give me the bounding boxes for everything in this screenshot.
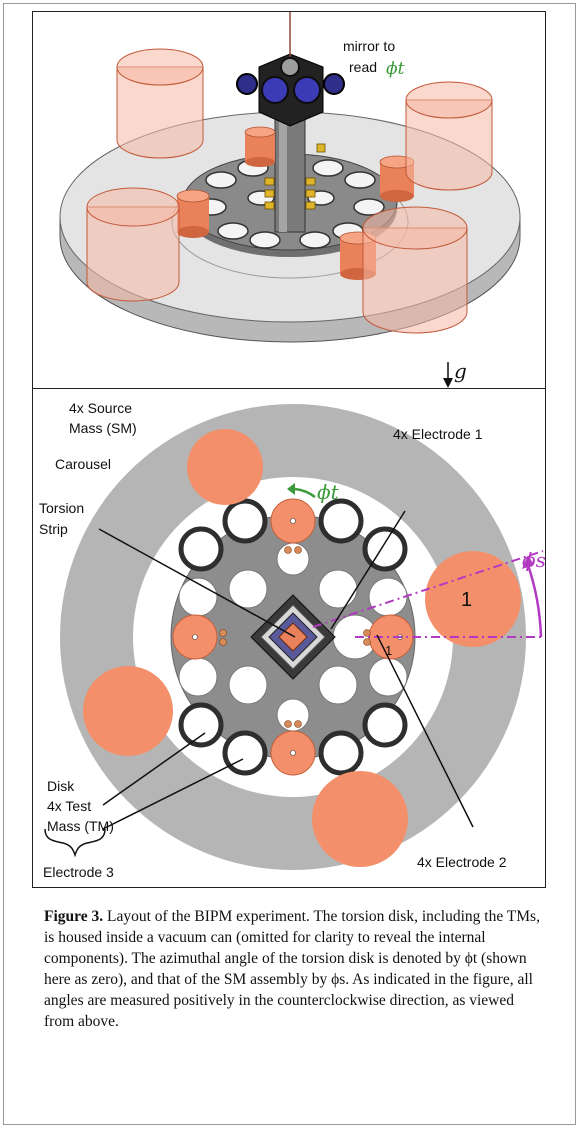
figure-frame — [3, 3, 576, 1125]
caption-label: Figure 3. — [44, 908, 104, 925]
phi-s-arc — [526, 564, 543, 638]
mirror-label-line2: read — [349, 59, 377, 75]
figure-caption: Figure 3. Layout of the BIPM experiment.… — [44, 906, 544, 1032]
sm-number-label: 1 — [461, 589, 472, 611]
gravity-arrow-head — [443, 378, 453, 388]
disk-label: Disk — [47, 778, 75, 794]
electrode3-label: Electrode 3 — [43, 864, 114, 880]
mirror-cube — [236, 53, 345, 127]
torsion-label-1: Torsion — [39, 500, 84, 516]
carousel-label: Carousel — [55, 456, 111, 472]
electrode2-pads — [219, 546, 371, 728]
phi-t-arrowhead — [287, 483, 295, 495]
test-mass-label-1: 4x Test — [47, 798, 91, 814]
column-highlight — [279, 107, 287, 232]
electrode3-brace — [44, 828, 106, 858]
phi-t-label: ϕt — [317, 480, 340, 504]
mirror-label-line1: mirror to — [343, 38, 395, 54]
torsion-label-2: Strip — [39, 521, 68, 537]
central-assembly — [250, 594, 336, 680]
tm-number-label: 1 — [385, 643, 392, 658]
source-masses-3d — [86, 48, 493, 334]
phi-s-arrowhead — [522, 555, 534, 569]
phi-s-angle-line — [312, 550, 544, 628]
leader-lines — [98, 510, 474, 830]
electrode1-label: 4x Electrode 1 — [393, 426, 483, 442]
source-mass-label-1: 4x Source — [69, 400, 132, 416]
source-mass-label-2: Mass (SM) — [69, 420, 137, 436]
caption-text: Layout of the BIPM experiment. The torsi… — [44, 908, 540, 1030]
apparatus-3d-drawing: mirror to read ϕt g — [59, 12, 521, 388]
mirror-phi-t-symbol: ϕt — [386, 59, 405, 79]
electrode2-label: 4x Electrode 2 — [417, 854, 507, 870]
bottom-top-view-panel: 4x Source Mass (SM) Carousel 4x Electrod… — [32, 388, 546, 888]
layout-top-view-drawing: 4x Source Mass (SM) Carousel 4x Electrod… — [39, 400, 546, 880]
test-mass-label-2: Mass (TM) — [47, 818, 114, 834]
phi-t-arc — [294, 487, 316, 499]
top-3d-panel: mirror to read ϕt g — [32, 11, 546, 389]
source-masses — [83, 429, 521, 867]
phi-s-label: ϕs — [522, 548, 546, 572]
gravity-symbol: g — [454, 359, 467, 383]
